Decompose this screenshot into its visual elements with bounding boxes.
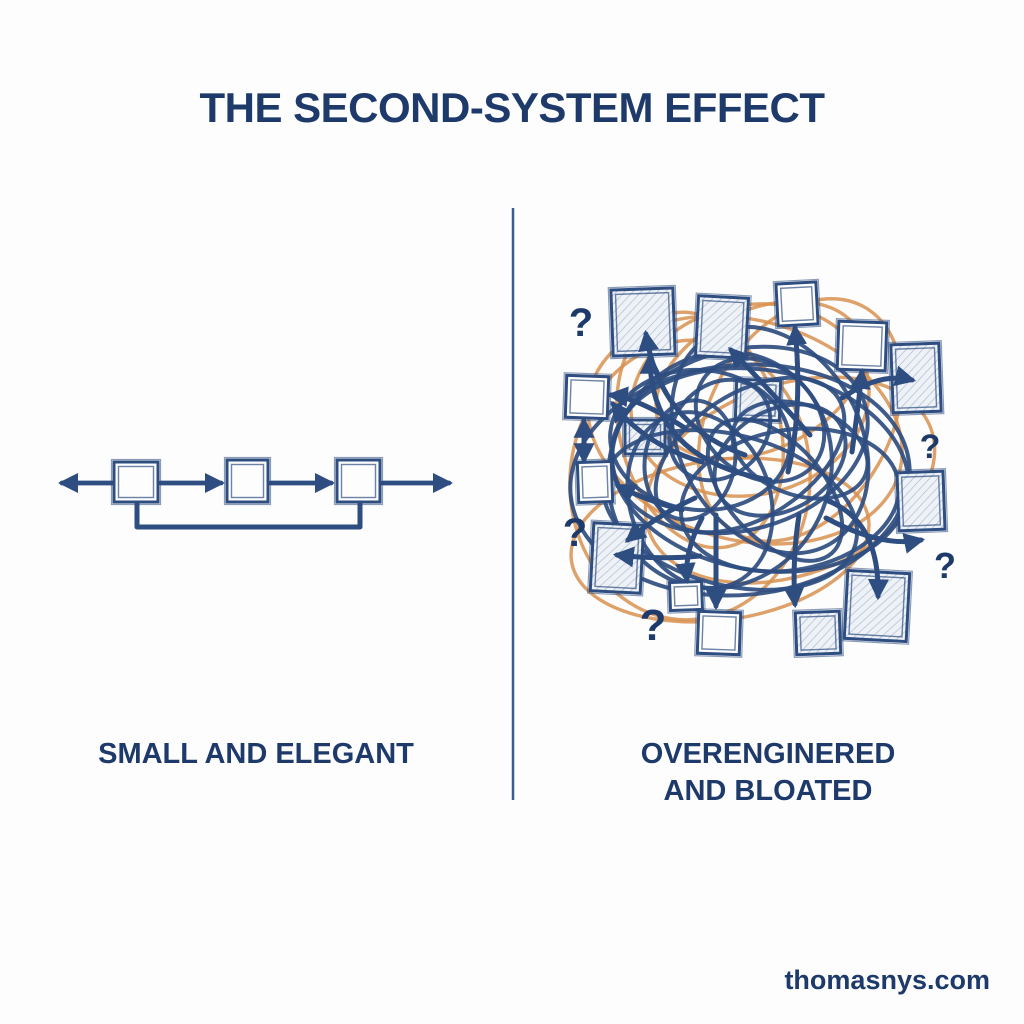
module-box-inner-line <box>779 285 815 323</box>
dependency-arrow <box>674 515 705 585</box>
left-flow-diagram <box>57 456 454 530</box>
left-panel-label: SMALL AND ELEGANT <box>98 738 414 770</box>
page-title: THE SECOND-SYSTEM EFFECT <box>199 84 825 131</box>
flow-box <box>225 458 270 504</box>
module-box <box>895 469 947 533</box>
question-mark: ? <box>920 428 941 466</box>
right-panel-label-line2: AND BLOATED <box>663 775 873 807</box>
flow-box-outline <box>333 456 384 506</box>
dependency-arrow <box>639 352 773 483</box>
module-box-inner-line <box>569 379 605 415</box>
question-mark: ? <box>569 301 593 345</box>
right-panel-label-line1: OVERENGINERED <box>640 738 896 770</box>
module-box-outline <box>893 468 949 534</box>
flow-box-inner-line <box>117 465 155 499</box>
dependency-arrow <box>785 323 808 475</box>
dependency-arrow <box>839 365 917 401</box>
dependency-arrow <box>610 400 705 465</box>
module-box-inner-line <box>900 475 942 527</box>
dependency-arrow <box>612 546 703 568</box>
module-box <box>693 294 751 360</box>
watermark-text: thomasnys.com <box>784 965 990 995</box>
module-box-inner-line <box>699 299 745 355</box>
dependency-arrow <box>783 512 805 609</box>
tangle-loop <box>653 375 847 535</box>
module-box <box>609 286 677 358</box>
question-mark: ? <box>563 511 587 555</box>
dependency-arrow <box>823 515 926 554</box>
dependency-arrow <box>606 386 688 431</box>
tangle-loop <box>705 417 845 563</box>
module-box-inner-line <box>799 615 837 651</box>
module-box-inner-line <box>701 615 737 651</box>
flow-box <box>112 460 160 504</box>
flow-box-inner-line <box>340 463 377 499</box>
flow-box-outline <box>110 458 162 506</box>
flow-box <box>335 458 382 504</box>
module-box-outline <box>692 292 752 362</box>
tangle-loop <box>642 398 738 522</box>
question-mark: ? <box>934 545 956 586</box>
module-box <box>695 609 743 657</box>
right-panel-label: OVERENGINERED AND BLOATED <box>512 736 1024 810</box>
module-box <box>563 373 611 421</box>
module-box-inner-line <box>841 325 883 367</box>
tangle-loop <box>667 377 773 483</box>
dependency-arrow <box>823 497 889 601</box>
module-box-inner-line <box>581 465 609 499</box>
right-tangle-diagram: ????? <box>562 278 956 658</box>
module-box <box>835 319 889 373</box>
tangle-loop <box>730 399 870 501</box>
module-box <box>793 609 843 657</box>
dependency-arrow <box>728 346 813 438</box>
feedback-loop-line <box>134 500 363 530</box>
dependency-arrow <box>849 367 871 455</box>
dependency-arrow <box>624 495 698 543</box>
dependency-arrow <box>614 483 685 513</box>
flow-box-outline <box>223 456 272 506</box>
module-box-inner-line <box>673 585 699 607</box>
flow-box-inner-line <box>230 463 265 499</box>
question-mark: ? <box>640 601 667 650</box>
